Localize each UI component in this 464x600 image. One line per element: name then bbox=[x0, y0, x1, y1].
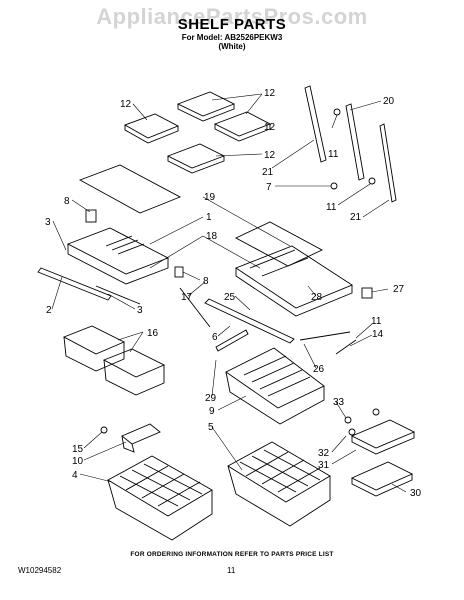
callout-label: 12 bbox=[264, 150, 276, 161]
callout-label: 31 bbox=[318, 460, 330, 471]
callout-label: 6 bbox=[212, 332, 218, 343]
callout-label: 16 bbox=[147, 328, 159, 339]
screw-part bbox=[348, 428, 356, 436]
callout-label: 21 bbox=[350, 212, 362, 223]
callout-label: 28 bbox=[311, 292, 323, 303]
deli-drawer-part bbox=[225, 347, 325, 425]
handle-part bbox=[215, 329, 249, 352]
bracket-part bbox=[335, 339, 357, 355]
callout-label: 1 bbox=[206, 212, 212, 223]
crisper-bin-part bbox=[102, 348, 166, 396]
page-title: SHELF PARTS bbox=[177, 16, 287, 33]
wire-basket-part bbox=[107, 455, 213, 541]
callout-label: 3 bbox=[137, 305, 143, 316]
callout-label: 32 bbox=[318, 448, 330, 459]
callout-label: 9 bbox=[209, 406, 215, 417]
small-shelf-part bbox=[176, 91, 236, 122]
glass-shelf-part bbox=[78, 164, 182, 214]
front-trim-part bbox=[37, 267, 112, 301]
callout-label: 27 bbox=[393, 284, 405, 295]
callout-label: 4 bbox=[72, 470, 78, 481]
shelf-rail-left bbox=[304, 85, 327, 163]
cover-trim-part bbox=[299, 331, 351, 341]
ordering-info: FOR ORDERING INFORMATION REFER TO PARTS … bbox=[130, 551, 334, 558]
callout-label: 12 bbox=[264, 88, 276, 99]
callout-label: 33 bbox=[333, 397, 345, 408]
deli-rail-part bbox=[204, 298, 295, 344]
callout-label: 15 bbox=[72, 444, 84, 455]
callout-label: 10 bbox=[72, 456, 84, 467]
shelf-rail-side bbox=[379, 123, 397, 203]
watermark: AppliancePartsPros.com bbox=[96, 4, 368, 29]
shelf-rail-right bbox=[345, 103, 365, 181]
callout-label: 2 bbox=[46, 305, 52, 316]
callout-label: 21 bbox=[262, 167, 274, 178]
callout-label: 11 bbox=[326, 202, 337, 213]
clip-part-right bbox=[361, 287, 373, 299]
glass-panel-part bbox=[235, 221, 323, 267]
callout-label: 12 bbox=[120, 99, 132, 110]
color-line: (White) bbox=[218, 42, 246, 51]
model-line: For Model: AB2526PEKW3 bbox=[181, 33, 283, 42]
callout-label: 14 bbox=[372, 329, 384, 340]
document-number: W10294582 bbox=[18, 566, 62, 575]
small-shelf-part bbox=[166, 143, 226, 174]
callout-label: 26 bbox=[313, 364, 325, 375]
crisper-cover-frame bbox=[66, 227, 170, 285]
screw-part bbox=[330, 182, 338, 190]
clip-part-middle bbox=[174, 266, 184, 278]
basket-bracket-part bbox=[121, 423, 161, 453]
callout-label: 8 bbox=[64, 196, 70, 207]
callout-label: 5 bbox=[208, 422, 214, 433]
screw-part bbox=[333, 108, 341, 116]
callout-label: 25 bbox=[224, 292, 236, 303]
callout-label: 3 bbox=[45, 217, 51, 228]
ice-tray-part bbox=[350, 461, 414, 497]
callout-label: 30 bbox=[410, 488, 422, 499]
page-number: 11 bbox=[227, 566, 236, 575]
rail-part bbox=[179, 287, 211, 328]
screw-part bbox=[368, 177, 376, 185]
callout-label: 20 bbox=[383, 96, 395, 107]
callout-label: 7 bbox=[266, 182, 272, 193]
callout-label: 12 bbox=[264, 122, 276, 133]
callout-label: 19 bbox=[204, 192, 216, 203]
callout-label: 29 bbox=[205, 393, 217, 404]
page-header: SHELF PARTS For Model: AB2526PEKW3 (Whit… bbox=[0, 16, 464, 51]
small-shelf-part bbox=[123, 113, 180, 144]
callout-label: 11 bbox=[328, 149, 339, 160]
clip-part bbox=[85, 209, 97, 223]
small-shelf-part bbox=[213, 111, 272, 142]
deli-shelf-frame bbox=[235, 245, 353, 317]
screw-part bbox=[100, 426, 108, 434]
screw-part bbox=[344, 416, 352, 424]
callout-label: 8 bbox=[203, 276, 209, 287]
screw-part bbox=[372, 408, 380, 416]
rail-part bbox=[95, 285, 141, 305]
wire-basket-part bbox=[227, 441, 331, 527]
ice-tray-part bbox=[350, 419, 416, 455]
crisper-bin-part bbox=[62, 325, 126, 372]
callout-label: 18 bbox=[206, 231, 218, 242]
callout-label: 11 bbox=[371, 316, 382, 327]
callout-label: 17 bbox=[181, 292, 193, 303]
